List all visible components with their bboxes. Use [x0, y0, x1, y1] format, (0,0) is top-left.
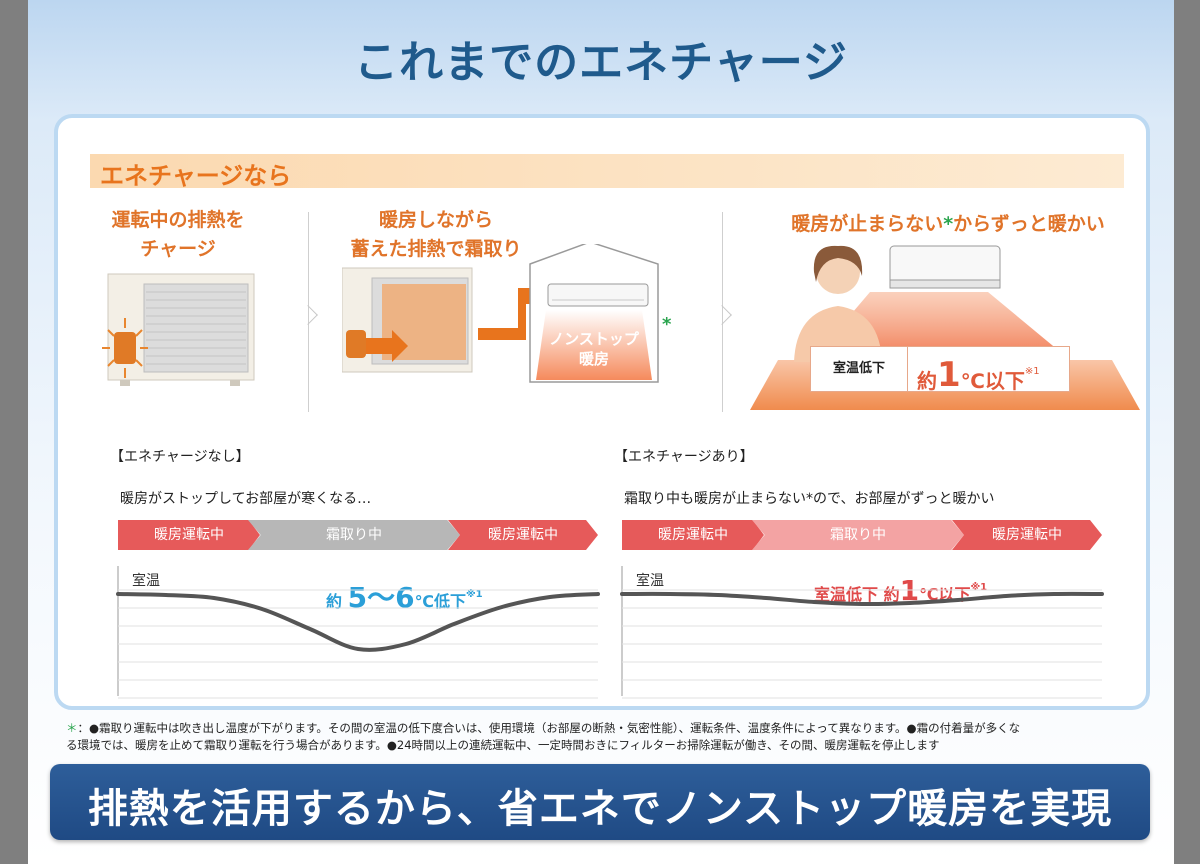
right-chart-ylabel: 室温: [636, 573, 664, 589]
section-header-text: エネチャージなら: [100, 162, 292, 190]
left-phase-row: 暖房運転中 霜取り中 暖房運転中: [118, 520, 598, 550]
right-phase-heating-2: 暖房運転中: [952, 520, 1102, 550]
page: これまでのエネチャージ エネチャージなら 運転中の排熱を チャージ: [28, 0, 1174, 864]
step3-caption: 暖房が止まらない*からずっと暖かい: [758, 210, 1138, 239]
right-phase-heating-1: 暖房運転中: [622, 520, 764, 550]
left-annotation-suffix: ℃低下: [414, 592, 466, 611]
left-phase-heating-1: 暖房運転中: [118, 520, 260, 550]
outdoor-unit-charging-illustration: [102, 273, 255, 386]
step2-caption-line2: 蓄えた排熱で霜取り: [350, 238, 522, 260]
footnote-star: ＊: [66, 721, 78, 735]
left-phase-heating-2: 暖房運転中: [448, 520, 598, 550]
step1-caption: 運転中の排熱を チャージ: [98, 206, 258, 264]
room-temperature-line: [620, 591, 1104, 607]
left-chart-ylabel: 室温: [132, 573, 160, 589]
page-title: これまでのエネチャージ: [354, 37, 848, 88]
divider-1: [308, 212, 309, 412]
footnote-line2: る環境では、暖房を止めて霜取り運転を行う場合があります。●24時間以上の連続運転…: [66, 738, 940, 752]
section-header: エネチャージなら: [90, 154, 1124, 190]
left-chart: [116, 566, 600, 699]
right-phase-defrost: 霜取り中: [752, 520, 964, 550]
box-value-note: ※1: [1024, 366, 1040, 377]
content-panel: エネチャージなら 運転中の排熱を チャージ: [54, 114, 1150, 710]
right-chart-bracket: 【エネチャージあり】: [614, 449, 754, 465]
box-value-num: 1: [937, 355, 961, 395]
chevron-right-icon: [712, 305, 732, 325]
bottom-banner: 排熱を活用するから、省エネでノンストップ暖房を実現: [50, 764, 1150, 840]
step1-caption-line2: チャージ: [140, 238, 216, 260]
step3-caption-suffix: からずっと暖かい: [953, 213, 1105, 235]
right-annotation-note: ※1: [970, 582, 988, 593]
right-chart: [620, 566, 1104, 699]
room-temperature-line: [116, 592, 600, 652]
left-annotation-prefix: 約: [326, 592, 343, 611]
right-chart-description: 霜取り中も暖房が止まらない*ので、お部屋がずっと暖かい: [624, 491, 995, 507]
banner-text: 排熱を活用するから、省エネでノンストップ暖房を実現: [87, 786, 1113, 832]
step2-caption: 暖房しながら 蓄えた排熱で霜取り: [336, 206, 536, 264]
box-value-suffix: ℃以下: [960, 369, 1025, 393]
left-chart-description: 暖房がストップしてお部屋が寒くなる…: [120, 491, 372, 507]
defrost-illustration: * ノンストップ 暖房: [342, 244, 672, 383]
house-label-line2: 暖房: [579, 350, 609, 368]
step1-caption-line1: 運転中の排熱を: [111, 209, 245, 231]
left-phase-defrost: 霜取り中: [248, 520, 460, 550]
left-annotation-note: ※1: [465, 589, 483, 600]
house-asterisk: *: [662, 314, 672, 335]
box-value-prefix: 約: [917, 369, 937, 393]
house-label-line1: ノンストップ: [549, 330, 640, 348]
step3-caption-prefix: 暖房が止まらない: [791, 213, 944, 235]
room-temp-box-label: 室温低下: [811, 347, 908, 391]
step3-caption-star: *: [943, 213, 954, 235]
chevron-right-icon: [298, 305, 318, 325]
divider-2: [722, 212, 723, 412]
right-phase-row: 暖房運転中 霜取り中 暖房運転中: [622, 520, 1102, 550]
room-temp-box-value: 約1℃以下※1: [917, 347, 1040, 395]
room-temp-box: 室温低下 約1℃以下※1: [810, 346, 1070, 395]
footnote: ＊：●霜取り運転中は吹き出し温度が下がります。その間の室温の低下度合いは、使用環…: [66, 720, 1146, 754]
step2-caption-line1: 暖房しながら: [378, 209, 493, 231]
left-chart-bracket: 【エネチャージなし】: [110, 449, 250, 465]
footnote-line1: ：●霜取り運転中は吹き出し温度が下がります。その間の室温の低下度合いは、使用環境…: [77, 721, 1021, 735]
